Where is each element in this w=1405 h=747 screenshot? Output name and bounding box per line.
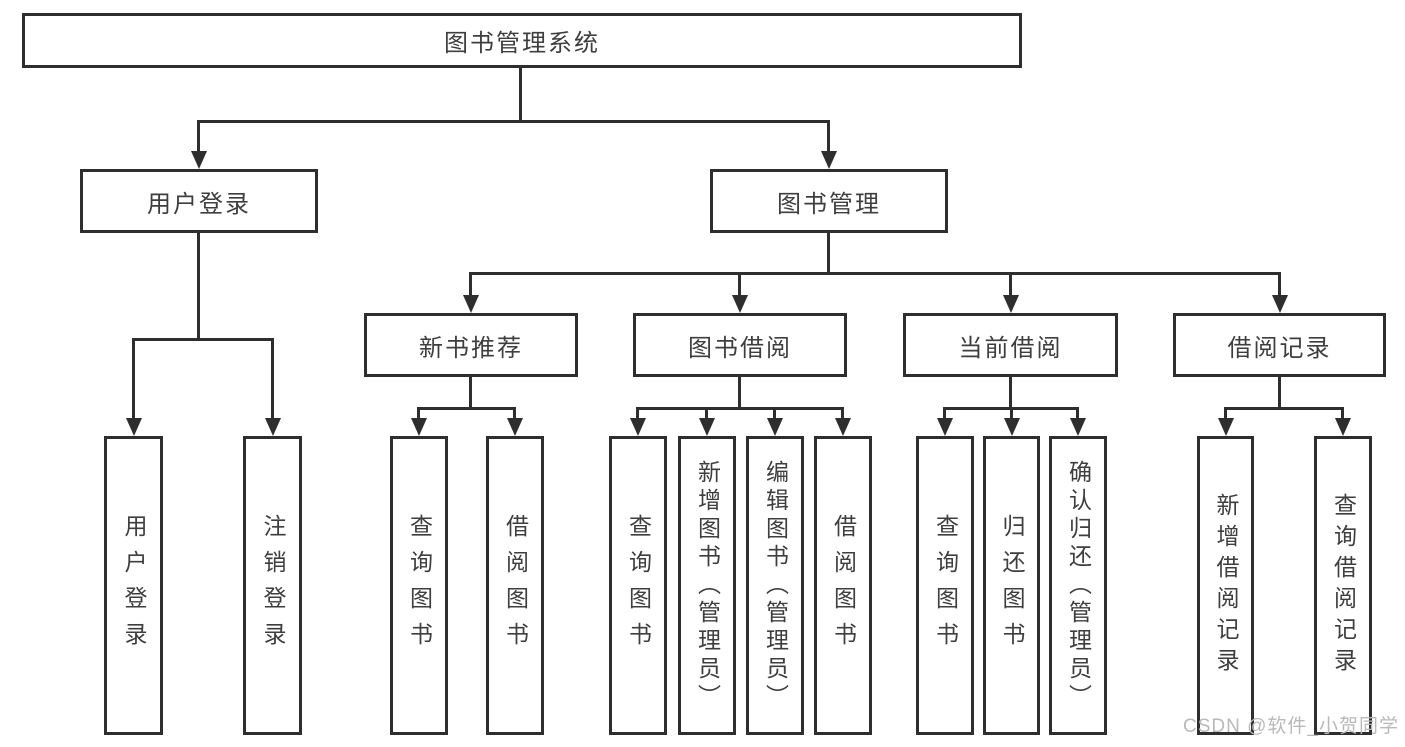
- arrow-to-leaf-query-books-3: [936, 407, 953, 436]
- arrow-to-leaf-borrow-books-2: [834, 407, 851, 436]
- connector-root-hline: [197, 120, 829, 123]
- node-user-login: 用户登录: [80, 169, 318, 233]
- connector-new-book-stem: [469, 377, 472, 410]
- arrow-to-leaf-add-books-admin: [698, 407, 715, 436]
- connector-current-borrowing-stem: [1009, 377, 1012, 410]
- arrow-to-leaf-borrow-books-1: [506, 407, 523, 436]
- leaf-query-books-borrowing: 查询图书: [609, 436, 667, 735]
- leaf-edit-books-admin: 编辑图书（管理员）: [746, 436, 804, 735]
- node-borrowing-records: 借阅记录: [1173, 313, 1386, 377]
- node-book-management: 图书管理: [710, 169, 948, 233]
- node-library-management-system: 图书管理系统: [22, 13, 1022, 68]
- leaf-borrow-books-borrowing: 借阅图书: [814, 436, 872, 735]
- leaf-add-borrow-record: 新增借阅记录: [1197, 436, 1254, 735]
- leaf-logout: 注销登录: [243, 436, 302, 735]
- csdn-watermark: CSDN @软件_小贺同学: [1183, 716, 1399, 737]
- connector-book-borrowing-hline: [636, 407, 844, 410]
- arrow-to-leaf-edit-books-admin: [766, 407, 783, 436]
- arrow-to-leaf-add-borrow-record: [1217, 407, 1234, 436]
- connector-book-management-stem: [827, 233, 830, 275]
- arrow-to-new-book-recommendation: [462, 272, 479, 313]
- leaf-borrow-books-recommend: 借阅图书: [486, 436, 544, 735]
- arrow-to-borrowing-records: [1271, 272, 1288, 313]
- node-new-book-recommendation: 新书推荐: [364, 313, 578, 377]
- connector-borrowing-records-stem: [1278, 377, 1281, 410]
- arrow-to-leaf-logout: [264, 338, 281, 436]
- leaf-confirm-return-admin: 确认归还（管理员）: [1049, 436, 1107, 735]
- arrow-to-book-management: [820, 120, 837, 169]
- leaf-query-borrow-record: 查询借阅记录: [1314, 436, 1372, 735]
- arrow-to-leaf-confirm-return-admin: [1069, 407, 1086, 436]
- arrow-to-user-login: [190, 120, 207, 169]
- arrow-to-leaf-query-books-2: [629, 407, 646, 436]
- leaf-add-books-admin: 新增图书（管理员）: [678, 436, 736, 735]
- leaf-return-books: 归还图书: [983, 436, 1040, 735]
- arrow-to-leaf-return-books: [1003, 407, 1020, 436]
- arrow-to-book-borrowing: [731, 272, 748, 313]
- connector-user-login-stem: [197, 233, 200, 341]
- connector-book-borrowing-stem: [738, 377, 741, 410]
- leaf-user-login: 用户登录: [104, 436, 163, 735]
- connector-book-management-hline: [469, 272, 1281, 275]
- connector-root-stem: [519, 68, 522, 123]
- connector-new-book-hline: [417, 407, 516, 410]
- connector-borrowing-records-hline: [1224, 407, 1344, 410]
- arrow-to-current-borrowing: [1002, 272, 1019, 313]
- leaf-query-books-recommend: 查询图书: [390, 436, 448, 735]
- connector-user-login-hline: [132, 338, 274, 341]
- leaf-query-books-current: 查询图书: [916, 436, 974, 735]
- arrow-to-leaf-query-books-1: [410, 407, 427, 436]
- node-book-borrowing: 图书借阅: [633, 313, 847, 377]
- arrow-to-leaf-user-login: [125, 338, 142, 436]
- arrow-to-leaf-query-borrow-record: [1334, 407, 1351, 436]
- node-current-borrowing: 当前借阅: [903, 313, 1118, 377]
